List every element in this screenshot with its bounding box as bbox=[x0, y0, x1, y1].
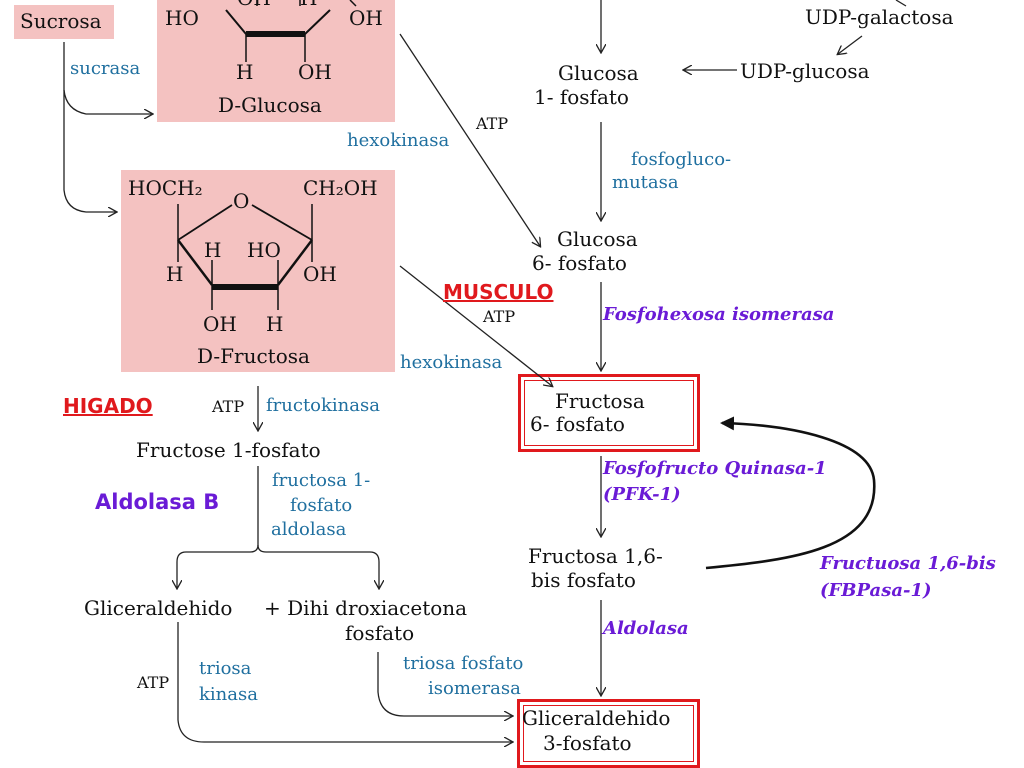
fructose-h1: H bbox=[204, 238, 222, 262]
fructose-6-phosphate-highlight bbox=[518, 374, 700, 452]
glucose-oh-top: OH bbox=[237, 0, 271, 8]
glucose-ring bbox=[225, 0, 357, 62]
sucrase-enzyme: sucrasa bbox=[70, 58, 141, 79]
f6p-line1: Fructosa bbox=[555, 389, 645, 413]
aldolasa-b-label: Aldolasa B bbox=[95, 490, 220, 514]
atp-label-2: ATP bbox=[483, 307, 516, 326]
top-right-arrow bbox=[895, 0, 907, 7]
f16bp-line2: bis fosfato bbox=[531, 568, 636, 592]
fructose-to-f6p-arrow bbox=[399, 265, 552, 386]
fbpase-line2: (FBPasa-1) bbox=[820, 580, 932, 601]
triose-kinase-line1: triosa bbox=[199, 658, 252, 679]
g1p-line1: Glucosa bbox=[558, 61, 639, 85]
udp-galactosa: UDP-galactosa bbox=[805, 5, 954, 29]
dhap-line1: + Dihi droxiacetona bbox=[264, 596, 468, 620]
glucose-to-g6p-arrow bbox=[399, 33, 540, 246]
musculo-label: MUSCULO bbox=[443, 280, 554, 304]
tpi-line2: isomerasa bbox=[428, 678, 521, 699]
g3p-line2: 3-fosfato bbox=[543, 731, 632, 755]
tpi-line1: triosa fosfato bbox=[403, 653, 524, 674]
triose-kinase-atp: ATP bbox=[137, 673, 170, 692]
hexokinase-label-2: hexokinasa bbox=[400, 352, 503, 373]
fructose-ring bbox=[177, 204, 313, 310]
fbpase-feedback-arrow bbox=[705, 416, 876, 570]
sucrose-label-panel bbox=[14, 5, 114, 39]
f1p-aldolase-line2: fosfato bbox=[290, 495, 353, 516]
triose-kinase-arrow bbox=[177, 622, 512, 742]
glucose-label: D-Glucosa bbox=[218, 93, 322, 117]
triose-isomerase-arrow bbox=[377, 652, 512, 716]
sucrose-label: Sucrosa bbox=[20, 9, 102, 33]
dhap-line2: fosfato bbox=[345, 621, 415, 645]
glyceraldehyde-3-phosphate-highlight bbox=[517, 699, 700, 768]
fructose-h3: H bbox=[266, 312, 284, 336]
f1p-aldolase-line3: aldolasa bbox=[271, 519, 347, 540]
aldolasa-label: Aldolasa bbox=[603, 618, 689, 639]
fructose-h2: H bbox=[166, 262, 184, 286]
fructose-ch2oh: CH₂OH bbox=[303, 176, 378, 200]
g6p-line2: 6- fosfato bbox=[532, 251, 627, 275]
fbpase-line1: Fructuosa 1,6-bis bbox=[820, 553, 996, 574]
glucose-oh-right: OH bbox=[349, 6, 383, 30]
g1p-line2: 1- fosfato bbox=[534, 85, 629, 109]
glucose-oh-bottom: OH bbox=[298, 60, 332, 84]
fructose-label: D-Fructosa bbox=[197, 344, 310, 368]
g3p-line1: Gliceraldehido bbox=[522, 706, 671, 730]
glucose-structure-panel bbox=[157, 0, 395, 122]
pgm-line2: mutasa bbox=[612, 172, 679, 193]
fructose-ho: HO bbox=[247, 238, 281, 262]
fructose-oh2: OH bbox=[203, 312, 237, 336]
aldolase-to-dhap-arrow bbox=[257, 544, 379, 588]
pfk-line2: (PFK-1) bbox=[603, 484, 681, 505]
fructose-o: O bbox=[233, 189, 250, 213]
pgm-line1: fosfogluco- bbox=[631, 149, 732, 170]
fructokinase-enzyme: fructokinasa bbox=[266, 395, 380, 416]
fructose-1-phosphate: Fructose 1-fosfato bbox=[136, 438, 321, 462]
hexokinase-label-1: hexokinasa bbox=[347, 130, 450, 151]
isomerase-label: Fosfohexosa isomerasa bbox=[603, 304, 835, 325]
udp-galactose-to-udp-glucose-arrow bbox=[838, 35, 863, 54]
glucose-ho: HO bbox=[165, 6, 199, 30]
fructokinase-atp: ATP bbox=[212, 397, 245, 416]
f16bp-line1: Fructosa 1,6- bbox=[528, 544, 663, 568]
sucrose-to-fructose-arrow bbox=[63, 90, 116, 212]
udp-glucosa: UDP-glucosa bbox=[740, 59, 870, 83]
gliceraldehido: Gliceraldehido bbox=[84, 596, 233, 620]
fructose-structure-panel bbox=[121, 170, 395, 372]
higado-label: HIGADO bbox=[63, 394, 153, 418]
fructose-oh1: OH bbox=[303, 262, 337, 286]
g6p-line1: Glucosa bbox=[557, 227, 638, 251]
pfk-line1: Fosfofructo Quinasa-1 bbox=[603, 458, 827, 479]
f1p-aldolase-line1: fructosa 1- bbox=[272, 470, 371, 491]
glucose-h-top: H bbox=[300, 0, 317, 8]
aldolase-to-gliceraldehyde-arrow bbox=[177, 466, 259, 588]
fructose-hoch2: HOCH₂ bbox=[128, 176, 203, 200]
f6p-line2: 6- fosfato bbox=[530, 412, 625, 436]
triose-kinase-line2: kinasa bbox=[199, 684, 258, 705]
atp-label-1: ATP bbox=[476, 114, 509, 133]
glucose-h-bottom: H bbox=[236, 60, 254, 84]
